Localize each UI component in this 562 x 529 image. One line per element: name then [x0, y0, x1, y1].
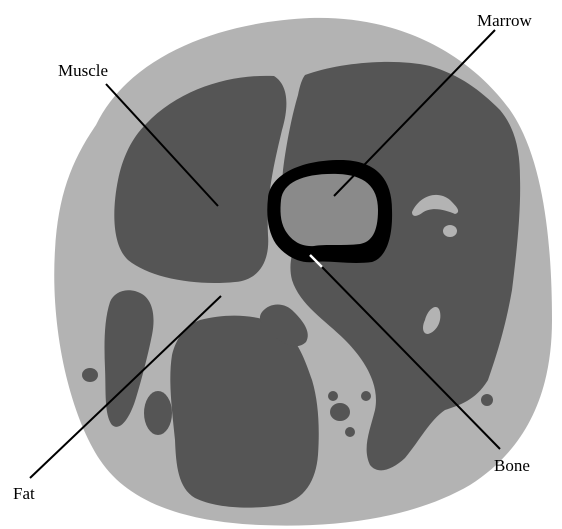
muscle-bundle-lower-left: [144, 391, 172, 435]
fat-label: Fat: [13, 484, 35, 503]
muscle-bundle-small-left: [82, 368, 98, 382]
muscle-bundle-dot-b: [361, 391, 371, 401]
bone-label: Bone: [494, 456, 530, 475]
muscle-bundle-dot-a: [328, 391, 338, 401]
marrow-label: Marrow: [477, 11, 532, 30]
bone-marrow: [280, 174, 378, 246]
muscle-bundle-lower-mid: [330, 403, 350, 421]
muscle-bundle-dot-c: [481, 394, 493, 406]
muscle-label: Muscle: [58, 61, 108, 80]
muscle-bundle-dot-d: [345, 427, 355, 437]
fat-inclusion-small: [443, 225, 457, 237]
